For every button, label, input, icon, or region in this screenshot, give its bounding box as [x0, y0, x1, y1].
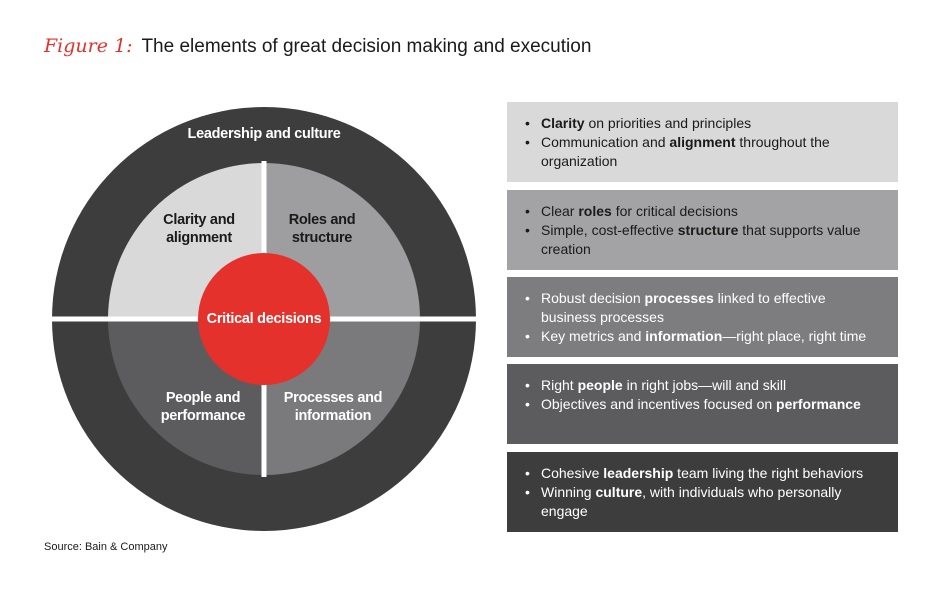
quadrant-label-roles: Roles and structure — [288, 212, 356, 246]
bullet-item: Robust decision processes linked to effe… — [521, 289, 884, 327]
bullet-text: Communication and — [541, 134, 670, 150]
bullet-item: Simple, cost-effective structure that su… — [521, 221, 884, 259]
bullet-item: Key metrics and information—right place,… — [521, 327, 884, 346]
bullet-text: Winning — [541, 484, 596, 500]
figure-title: Figure 1: The elements of great decision… — [44, 34, 591, 59]
bullet-text: in right jobs—will and skill — [622, 377, 787, 393]
figure-title-text: The elements of great decision making an… — [141, 36, 592, 57]
outer-ring-label: Leadership and culture — [187, 126, 341, 142]
decision-wheel-graphic — [44, 107, 484, 531]
bullet-text: Objectives and incentives focused on — [541, 396, 777, 412]
bullet-emphasis: information — [645, 328, 723, 344]
bullet-item: Winning culture, with individuals who pe… — [521, 483, 884, 521]
bullet-item: Clear roles for critical decisions — [521, 202, 884, 221]
quadrant-label-clarity: Clarity and alignment — [163, 212, 235, 246]
bullet-text: —right place, right time — [722, 328, 867, 344]
bullet-text: Simple, cost-effective — [541, 222, 678, 238]
bullet-emphasis: structure — [677, 222, 739, 238]
bullet-item: Cohesive leadership team living the righ… — [521, 464, 884, 483]
center-circle — [198, 253, 330, 385]
bullet-text: Cohesive — [541, 465, 604, 481]
box-people-performance: Right people in right jobs—will and skil… — [507, 364, 898, 444]
decision-wheel-diagram: Leadership and culture Clarity and align… — [44, 103, 484, 543]
quadrant-label-people: People and performance — [160, 390, 246, 424]
bullet-text: linked to effective business processes — [541, 290, 826, 325]
bullet-text: Right — [541, 377, 578, 393]
bullet-text: Clear — [541, 203, 579, 219]
bullet-emphasis: people — [577, 377, 623, 393]
bullet-emphasis: culture — [595, 484, 643, 500]
bullet-emphasis: leadership — [603, 465, 674, 481]
box-clarity-alignment: Clarity on priorities and principlesComm… — [507, 102, 898, 182]
bullet-emphasis: alignment — [669, 134, 736, 150]
bullet-text: , with individuals who personally engage — [541, 484, 842, 519]
bullet-text: Key metrics and — [541, 328, 646, 344]
center-label: Critical decisions — [206, 311, 322, 327]
bullet-text: that supports value creation — [541, 222, 861, 257]
box-processes-information: Robust decision processes linked to effe… — [507, 277, 898, 357]
bullet-text: for critical decisions — [611, 203, 738, 219]
bullet-text: throughout the organization — [541, 134, 830, 169]
source-note: Source: Bain & Company — [44, 541, 168, 553]
bullet-text: on priorities and principles — [584, 115, 752, 131]
bullet-emphasis: Clarity — [541, 115, 585, 131]
bullet-emphasis: roles — [578, 203, 612, 219]
bullet-item: Objectives and incentives focused on per… — [521, 395, 884, 414]
bullet-item: Right people in right jobs—will and skil… — [521, 376, 884, 395]
bullet-item: Clarity on priorities and principles — [521, 114, 884, 133]
box-roles-structure: Clear roles for critical decisionsSimple… — [507, 190, 898, 270]
box-leadership-culture: Cohesive leadership team living the righ… — [507, 452, 898, 532]
bullet-emphasis: processes — [644, 290, 714, 306]
bullet-text: Robust decision — [541, 290, 645, 306]
bullet-text: team living the right behaviors — [673, 465, 864, 481]
bullet-emphasis: performance — [776, 396, 861, 412]
figure-label: Figure 1: — [44, 35, 133, 57]
quadrant-label-processes: Processes and information — [283, 390, 383, 424]
bullet-item: Communication and alignment throughout t… — [521, 133, 884, 171]
